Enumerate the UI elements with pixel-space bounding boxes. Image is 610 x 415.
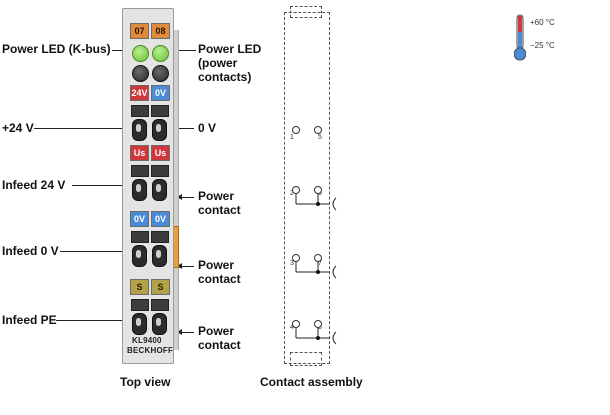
leader-line	[180, 332, 194, 333]
leader-line	[176, 128, 194, 129]
pin-number: 6	[318, 190, 322, 197]
pin-number: 7	[318, 260, 322, 267]
label-power-contact-2: Power contact	[198, 258, 241, 286]
label-power-led-contacts: Power LED (power contacts)	[198, 42, 262, 84]
temperature-min: −25 °C	[530, 41, 555, 50]
contact-wiring	[295, 194, 337, 345]
leader-line	[112, 50, 126, 51]
pin-number: 3	[290, 260, 294, 267]
led-label-08: 08	[151, 23, 170, 39]
pin-number: 8	[318, 324, 322, 331]
spring-clamp[interactable]	[152, 179, 167, 201]
label-zero-v: 0 V	[198, 121, 217, 135]
assembly-foot	[290, 352, 322, 366]
leader-line	[60, 251, 126, 252]
power-led-contacts	[152, 45, 169, 62]
voltage-label-0v: 0V	[151, 85, 170, 101]
terminal-slot	[131, 165, 149, 177]
spring-clamp[interactable]	[152, 119, 167, 141]
arrow-icon	[177, 263, 182, 269]
contact-pin	[314, 126, 322, 134]
contact-pin	[314, 320, 322, 328]
assembly-outline	[284, 12, 330, 364]
pin-number: 4	[290, 324, 294, 331]
leader-line	[56, 320, 126, 321]
voltage-label-0v: 0V	[130, 211, 149, 227]
junction-dot	[316, 270, 320, 274]
label-power-led-kbus: Power LED (K-bus)	[2, 42, 111, 56]
led-off	[132, 65, 149, 82]
contact-pin	[314, 254, 322, 262]
junction-dot	[316, 202, 320, 206]
spring-clamp[interactable]	[132, 245, 147, 267]
terminal-slot	[151, 165, 169, 177]
pe-label: S	[130, 279, 149, 295]
model-number: KL9400	[132, 336, 162, 345]
led-off	[152, 65, 169, 82]
terminal-module: 07 08 24V 0V Us Us 0V 0V S S KL9400 BECK…	[122, 8, 174, 364]
spring-clamp[interactable]	[132, 119, 147, 141]
voltage-label-us: Us	[130, 145, 149, 161]
contact-pin	[314, 186, 322, 194]
module-side-rail	[172, 30, 179, 350]
terminal-slot	[131, 105, 149, 117]
pin-number: 5	[318, 134, 322, 141]
spring-clamp[interactable]	[152, 313, 167, 335]
caption-top-view: Top view	[120, 375, 171, 389]
label-power-contact-1: Power contact	[198, 189, 241, 217]
contact-pin	[292, 254, 300, 262]
spring-clamp[interactable]	[152, 245, 167, 267]
voltage-label-24v: 24V	[130, 85, 149, 101]
terminal-slot	[131, 231, 149, 243]
leader-line	[34, 128, 126, 129]
leader-line	[72, 185, 126, 186]
thermometer-icon	[513, 14, 527, 62]
leader-line	[180, 197, 194, 198]
terminal-slot	[151, 299, 169, 311]
pin-number: 2	[290, 190, 294, 197]
label-infeed-pe: Infeed PE	[2, 313, 57, 327]
terminal-slot	[151, 105, 169, 117]
caption-contact-assembly: Contact assembly	[260, 375, 363, 389]
junction-dot	[316, 336, 320, 340]
terminal-slot	[151, 231, 169, 243]
arrow-icon	[177, 194, 182, 200]
label-plus-24v: +24 V	[2, 121, 34, 135]
contact-pin	[292, 320, 300, 328]
contact-assembly: 1 5 2 6 3 7 4 8	[278, 6, 340, 366]
led-label-07: 07	[130, 23, 149, 39]
pe-label: S	[151, 279, 170, 295]
label-power-contact-3: Power contact	[198, 324, 241, 352]
label-infeed-0v: Infeed 0 V	[2, 244, 59, 258]
power-led-kbus	[132, 45, 149, 62]
assembly-notch	[290, 6, 322, 18]
spring-clamp[interactable]	[132, 179, 147, 201]
pin-number: 1	[290, 134, 294, 141]
voltage-label-0v: 0V	[151, 211, 170, 227]
contact-pin	[292, 126, 300, 134]
brand-name: BECKHOFF	[127, 346, 174, 355]
voltage-label-us: Us	[151, 145, 170, 161]
spring-clamp[interactable]	[132, 313, 147, 335]
contact-pin	[292, 186, 300, 194]
leader-line	[176, 50, 196, 51]
leader-line	[180, 266, 194, 267]
arrow-icon	[177, 329, 182, 335]
terminal-slot	[131, 299, 149, 311]
label-infeed-24v: Infeed 24 V	[2, 178, 66, 192]
temperature-max: +60 °C	[530, 18, 555, 27]
